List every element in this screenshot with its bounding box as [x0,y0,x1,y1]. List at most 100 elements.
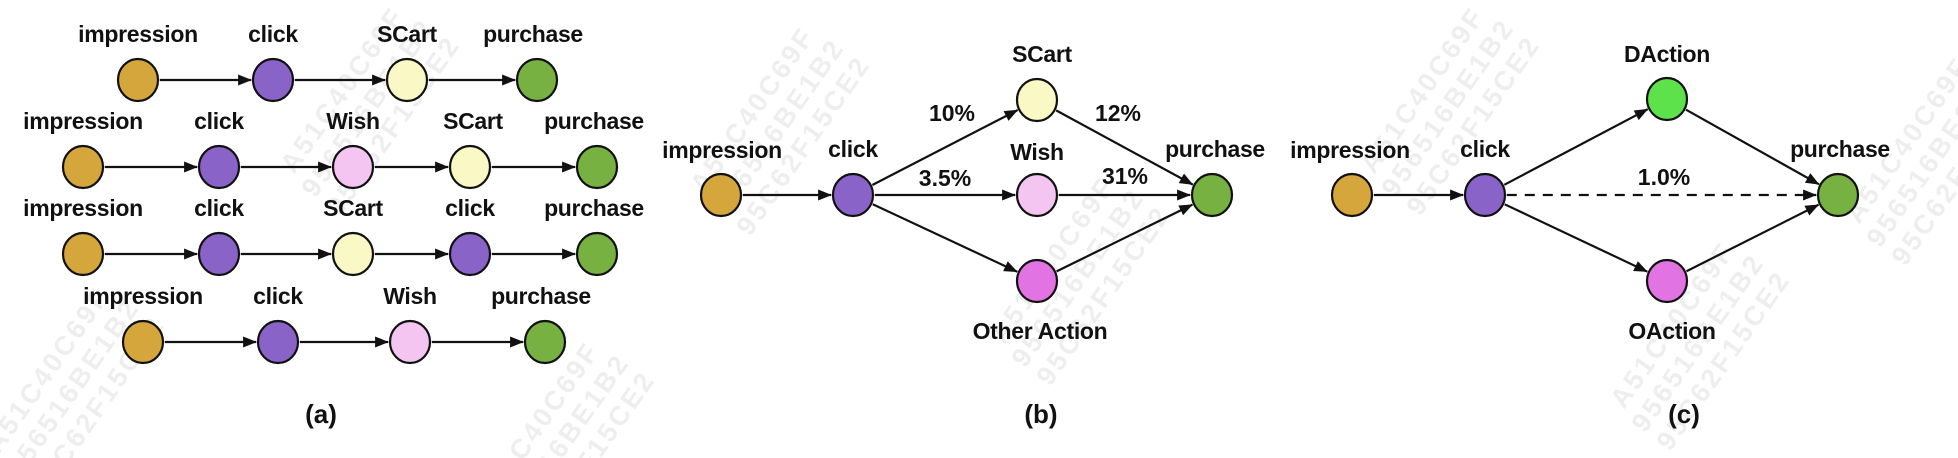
node-label-a1-purchase: purchase [483,21,583,47]
node-label-a2-click: click [194,108,244,134]
node-label-b-other: Other Action [973,318,1108,344]
node-b-impression: impression [662,137,782,218]
node-circle-a1-scart [385,57,429,103]
node-b-other: Other Action [973,258,1108,344]
node-circle-a2-purchase [575,144,619,190]
node-a1-impression: impression [78,21,198,103]
edge-b-click-to-b-other [872,203,1018,273]
node-circle-a3-purchase [575,231,619,277]
node-circle-b-wish [1015,172,1059,218]
node-a2-purchase: purchase [544,108,644,190]
watermark-tile-2: A51C40C69F956516BE1B295C62F15CE2 [980,165,1177,391]
node-a3-purchase: purchase [544,195,644,277]
watermark-tile-3: A51C40C69F956516BE1B295C62F15CE2 [1350,0,1547,221]
node-b-wish: Wish [1010,139,1064,218]
node-label-c-daction: DAction [1624,41,1710,67]
node-label-b-click: click [828,136,878,162]
node-label-a2-purchase: purchase [544,108,644,134]
edge-c-daction-to-c-purchase [1685,108,1820,186]
node-label-a1-click: click [248,21,298,47]
edge-label-b-click-to-b-scart: 10% [929,100,975,126]
node-circle-a4-purchase [523,319,567,365]
node-c-click: click [1460,136,1511,218]
node-circle-a3-scart [331,231,375,277]
captions-layer: (a) (b) (c) [305,399,1700,429]
edge-c-oaction-to-c-purchase [1685,203,1820,273]
node-circle-b-other [1015,258,1059,304]
edge-label-b-wish-to-b-purchase: 31% [1102,163,1148,189]
node-a1-click: click [248,21,299,103]
node-label-b-wish: Wish [1010,139,1064,165]
node-label-c-purchase: purchase [1790,136,1890,162]
node-circle-a3-click [197,231,241,277]
node-a4-click: click [253,283,304,365]
node-a3-scart: SCart [323,195,384,277]
edge-c-click-to-c-daction [1503,108,1649,186]
node-label-a2-wish: Wish [326,108,380,134]
caption-b: (b) [1024,399,1057,429]
node-b-purchase: purchase [1165,136,1265,218]
node-circle-c-daction [1645,76,1689,122]
node-circle-a2-wish [331,144,375,190]
node-label-c-oaction: OAction [1628,318,1715,344]
edge-c-click-to-c-oaction [1504,203,1648,273]
node-circle-a3-click2 [448,231,492,277]
node-c-oaction: OAction [1628,258,1716,344]
caption-c: (c) [1668,399,1700,429]
node-circle-a4-wish [388,319,432,365]
node-circle-b-scart [1015,77,1059,123]
node-circle-a2-click [197,144,241,190]
node-c-purchase: purchase [1790,136,1890,218]
node-circle-c-oaction [1645,258,1689,304]
node-a4-impression: impression [83,283,203,365]
node-circle-b-purchase [1190,172,1234,218]
node-circle-a1-purchase [515,57,559,103]
caption-a: (a) [305,399,337,429]
edge-b-click-to-b-scart [871,109,1019,186]
node-circle-a1-impression [116,57,160,103]
node-a4-wish: Wish [383,283,437,365]
node-label-c-impression: impression [1290,137,1410,163]
node-label-a3-purchase: purchase [544,195,644,221]
node-a2-click: click [194,108,245,190]
node-label-a1-scart: SCart [377,21,437,47]
edge-label-c-click-to-c-purchase: 1.0% [1638,164,1690,190]
node-circle-b-impression [699,172,743,218]
node-label-a2-impression: impression [23,108,143,134]
node-label-c-click: click [1460,136,1510,162]
node-a2-scart: SCart [443,108,504,190]
node-label-a3-impression: impression [23,195,143,221]
node-b-click: click [828,136,879,218]
node-b-scart: SCart [1012,41,1073,123]
node-circle-b-click [831,172,875,218]
node-label-b-purchase: purchase [1165,136,1265,162]
edges-layer: 10% 3.5% 12% 31% 1.0% [104,74,1820,348]
node-a1-scart: SCart [377,21,438,103]
node-circle-a2-impression [61,144,105,190]
node-circle-c-click [1463,172,1507,218]
edge-label-b-scart-to-b-purchase: 12% [1095,100,1141,126]
node-label-a4-wish: Wish [383,283,437,309]
node-label-a3-scart: SCart [323,195,383,221]
node-circle-c-impression [1330,172,1374,218]
node-a2-wish: Wish [326,108,380,190]
node-c-daction: DAction [1624,41,1710,122]
node-circle-c-purchase [1816,172,1860,218]
node-label-b-impression: impression [662,137,782,163]
node-a2-impression: impression [23,108,143,190]
edge-label-b-click-to-b-wish: 3.5% [919,165,971,191]
node-label-a4-purchase: purchase [491,283,591,309]
node-a3-click: click [194,195,245,277]
node-circle-a1-click [251,57,295,103]
node-a3-impression: impression [23,195,143,277]
node-circle-a4-click [256,319,300,365]
node-c-impression: impression [1290,137,1410,218]
edge-b-scart-to-b-purchase [1055,109,1194,186]
node-circle-a2-scart [448,144,492,190]
node-label-b-scart: SCart [1012,41,1072,67]
node-circle-a4-impression [121,319,165,365]
node-label-a2-scart: SCart [443,108,503,134]
